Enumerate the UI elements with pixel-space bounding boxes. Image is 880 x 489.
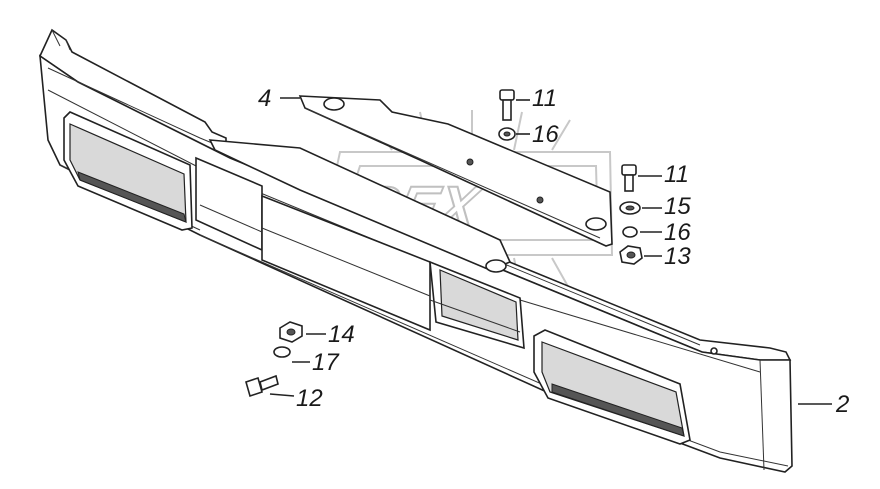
leader-12 — [269, 393, 295, 397]
bracket-plate — [298, 95, 613, 247]
callout-13: 13 — [664, 243, 691, 270]
callout-11-upper: 11 — [532, 85, 557, 112]
callout-11-right: 11 — [664, 161, 689, 188]
bolt-11-upper — [499, 89, 515, 121]
bolt-12 — [245, 374, 279, 398]
callout-12: 12 — [296, 385, 323, 412]
callout-2: 2 — [835, 391, 849, 418]
callout-17: 17 — [312, 349, 340, 376]
nut-14 — [279, 321, 303, 343]
lock-washer-16-upper — [498, 127, 516, 141]
callout-15: 15 — [664, 193, 691, 220]
bolt-11-right — [621, 164, 637, 192]
lock-washer-16-right — [622, 226, 638, 238]
leader-lines — [269, 97, 832, 405]
washer-15 — [619, 201, 641, 215]
callout-14: 14 — [328, 321, 355, 348]
callout-labels: 4 11 16 11 15 16 13 14 17 12 2 — [258, 85, 849, 418]
callout-16-upper: 16 — [532, 121, 559, 148]
lock-washer-17 — [273, 346, 291, 358]
bumper-body — [38, 28, 793, 473]
callout-4: 4 — [258, 85, 271, 112]
callout-16-right: 16 — [664, 219, 691, 246]
mounting-bracket — [208, 139, 512, 273]
nut-13 — [619, 245, 643, 265]
